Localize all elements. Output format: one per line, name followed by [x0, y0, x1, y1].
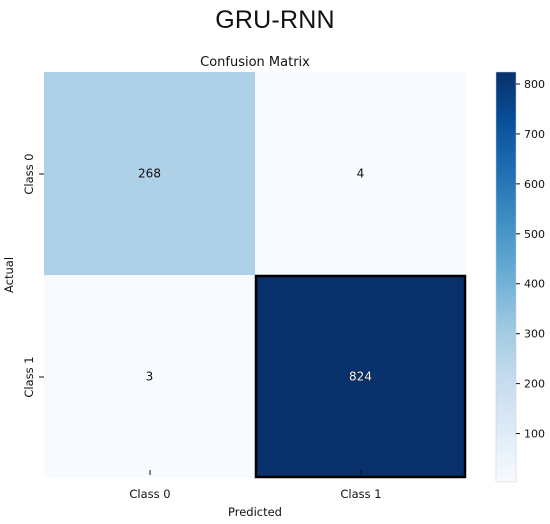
heatmap-cell — [44, 72, 255, 275]
heatmap-cell — [255, 72, 466, 275]
heatmap-cell — [255, 275, 466, 478]
colorbar-ticks: 100 200 300 400 500 600 700 800 — [516, 78, 545, 441]
heatmap-cell — [44, 275, 255, 478]
chart-title: Confusion Matrix — [200, 55, 310, 70]
colorbar: 100 200 300 400 500 600 700 800 — [495, 71, 545, 483]
colorbar-tick-label: 300 — [524, 328, 545, 341]
heatmap-cells — [44, 72, 467, 479]
y-tick-label-class-0: Class 0 — [22, 153, 36, 194]
colorbar-tick-label: 500 — [524, 228, 545, 241]
colorbar-tick-label: 600 — [524, 178, 545, 191]
y-axis-label: Actual — [2, 257, 16, 293]
heatmap-cell-value: 3 — [146, 370, 154, 384]
x-tick-label-class-1: Class 1 — [340, 487, 381, 501]
colorbar-gradient — [495, 71, 517, 483]
x-tick-label-class-0: Class 0 — [129, 487, 170, 501]
colorbar-tick-label: 400 — [524, 278, 545, 291]
heatmap-cell-value: 824 — [349, 370, 372, 384]
heatmap-cell-labels: 268 4 3 824 — [138, 167, 372, 384]
heatmap-cell-value: 268 — [138, 167, 161, 181]
x-axis-label: Predicted — [228, 505, 282, 519]
x-axis: Class 0 Class 1 Predicted — [129, 470, 382, 519]
colorbar-tick-label: 800 — [524, 78, 545, 91]
heatmap-cell-value: 4 — [357, 167, 365, 181]
colorbar-tick-label: 700 — [524, 128, 545, 141]
colorbar-tick-label: 100 — [524, 428, 545, 441]
y-axis: Class 0 Class 1 Actual — [2, 153, 44, 398]
heatmap-highlight-border — [254, 274, 467, 479]
colorbar-tick-label: 200 — [524, 378, 545, 391]
page-title: GRU-RNN — [215, 6, 335, 34]
y-tick-label-class-1: Class 1 — [22, 356, 36, 397]
